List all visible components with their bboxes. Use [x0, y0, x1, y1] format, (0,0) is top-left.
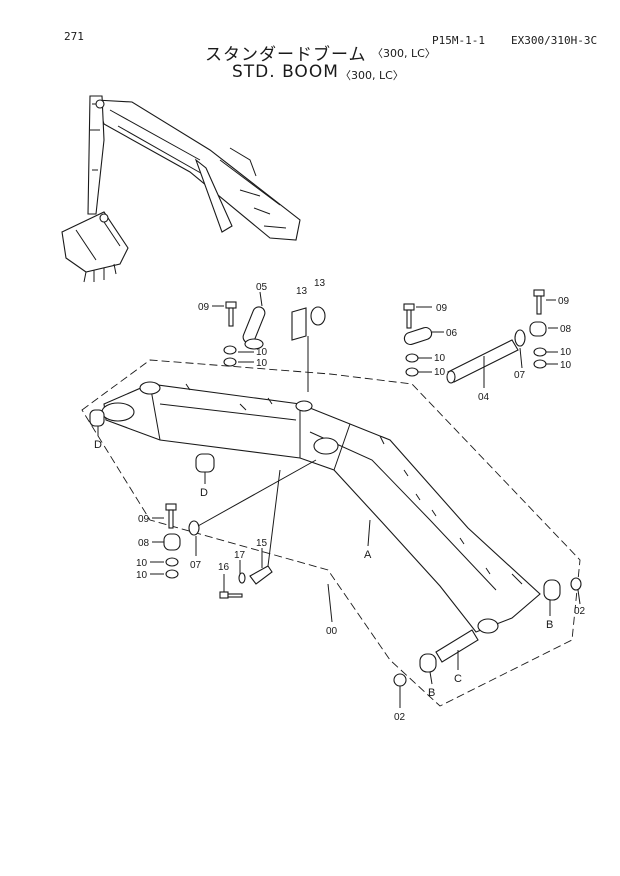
title-english: STD. BOOM	[232, 62, 339, 82]
callout-C: C	[454, 673, 462, 685]
bolt-16	[219, 591, 243, 599]
callout-D: D	[94, 439, 102, 451]
bushing-D-mid	[195, 453, 215, 473]
callout-07: 07	[190, 560, 202, 571]
title-variant-en: 〈300, LC〉	[340, 69, 404, 82]
callout-13: 13	[296, 286, 308, 297]
callout-09: 09	[138, 514, 150, 525]
pin-06	[403, 326, 433, 377]
callout-labels: 05 09 13 13 09 09 08 06 10 10 10 10 10 1…	[94, 278, 586, 723]
callout-B: B	[428, 687, 435, 699]
callout-02: 02	[394, 712, 406, 723]
nut-washer-10-top	[223, 345, 237, 367]
pin-05	[242, 306, 266, 350]
part-code: P15M-1-1	[432, 34, 485, 47]
title-variant-jp: 〈300, LC〉	[372, 47, 436, 60]
leader-lines	[97, 291, 581, 708]
callout-10: 10	[256, 358, 268, 369]
bushing-B-bottom	[419, 653, 437, 673]
callout-08: 08	[560, 324, 572, 335]
callout-08: 08	[138, 538, 150, 549]
washer-17	[238, 572, 246, 584]
callout-10: 10	[256, 347, 268, 358]
plate-13	[291, 306, 326, 392]
callout-06: 06	[446, 328, 458, 339]
callout-00: 00	[326, 626, 338, 637]
callout-D: D	[200, 487, 208, 499]
callout-A: A	[364, 549, 372, 561]
pin-C	[435, 629, 479, 663]
callout-09: 09	[436, 303, 448, 314]
callout-09: 09	[198, 302, 210, 313]
callout-02: 02	[574, 606, 586, 617]
callout-10: 10	[136, 558, 148, 569]
callout-13: 13	[314, 278, 326, 289]
overview-arm-sketch	[61, 95, 301, 283]
bolt-09-mid	[403, 303, 415, 329]
callout-10: 10	[136, 570, 148, 581]
callout-10: 10	[560, 360, 572, 371]
callout-04: 04	[478, 392, 490, 403]
pin-04	[446, 329, 526, 384]
callout-10: 10	[434, 367, 446, 378]
callout-B: B	[546, 619, 553, 631]
model-code: EX300/310H-3C	[511, 34, 598, 47]
bushing-B-right	[543, 577, 582, 601]
assembly-outline	[81, 359, 581, 707]
callout-16: 16	[218, 562, 230, 573]
bushing-D-left	[89, 409, 105, 427]
bushing-08-right	[529, 321, 547, 369]
clamp-15	[249, 469, 281, 585]
bolt-09-top-left	[225, 301, 237, 327]
callout-09: 09	[558, 296, 570, 307]
boom-body	[101, 381, 541, 634]
title-japanese: スタンダードブーム	[205, 45, 367, 65]
callout-15: 15	[256, 538, 268, 549]
bushing-08-left	[163, 459, 317, 579]
bolt-09-right	[533, 289, 545, 315]
callout-05: 05	[256, 282, 268, 293]
bolt-09-left	[165, 503, 177, 529]
washer-02-bottom	[393, 673, 407, 687]
callout-10: 10	[560, 347, 572, 358]
callout-17: 17	[234, 550, 246, 561]
callout-07: 07	[514, 370, 526, 381]
page-number: 271	[64, 30, 84, 43]
callout-10: 10	[434, 353, 446, 364]
